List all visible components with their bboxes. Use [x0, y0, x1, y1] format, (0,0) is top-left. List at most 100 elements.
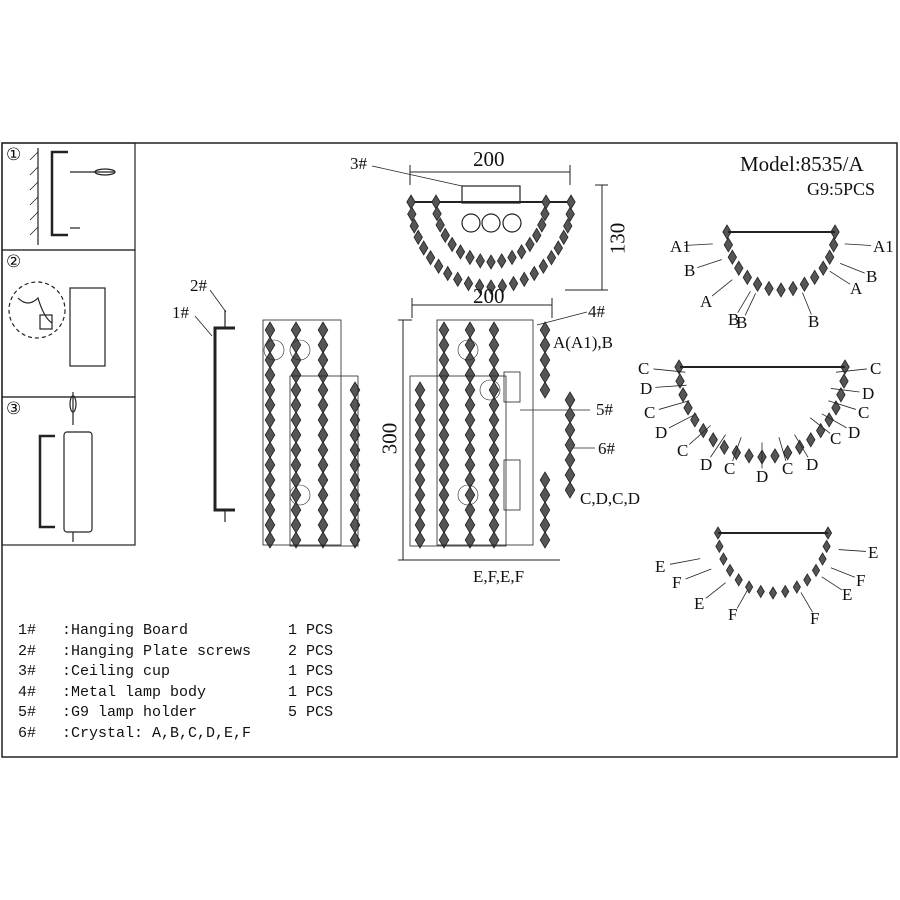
crystal — [464, 321, 476, 339]
crystal — [540, 205, 550, 222]
crystal — [799, 276, 810, 293]
crystal-label: F — [856, 571, 866, 590]
leader-line — [829, 270, 851, 285]
crystal — [290, 366, 302, 384]
crystal — [722, 224, 732, 240]
crystal — [768, 586, 778, 600]
crystal — [564, 436, 576, 454]
arc-view-lines — [680, 231, 845, 534]
front-view-drawing — [262, 319, 534, 547]
part-no: 6# — [18, 724, 37, 742]
crystal — [464, 531, 476, 549]
crystal-label: D — [756, 467, 769, 486]
callout-a-a1-b: A(A1),B — [553, 333, 613, 352]
crystal — [317, 441, 329, 459]
crystal — [290, 336, 302, 354]
crystal — [539, 516, 551, 534]
crystal-label: A1 — [670, 237, 691, 256]
crystal — [464, 381, 476, 399]
crystal — [413, 229, 423, 246]
crystal — [519, 271, 529, 288]
crystal — [414, 441, 426, 459]
crystal — [290, 516, 302, 534]
lamp-holder-circle — [457, 339, 479, 361]
crystal — [464, 336, 476, 354]
crystal — [752, 276, 763, 293]
leader-line — [830, 388, 860, 393]
leader-line — [732, 437, 742, 462]
crystal — [818, 552, 827, 566]
part-no: 3# — [18, 663, 37, 681]
crystal-label: D — [640, 379, 653, 398]
step3-assembly-sketch — [38, 392, 93, 542]
crystal — [464, 471, 476, 489]
crystal — [414, 531, 426, 549]
crystal-label: A1 — [873, 237, 894, 256]
crystal — [674, 359, 684, 375]
crystal — [407, 206, 417, 222]
crystal — [264, 486, 276, 504]
crystal — [566, 194, 576, 210]
crystal — [414, 411, 426, 429]
crystal-label: C — [870, 359, 882, 378]
crystal — [474, 278, 485, 294]
crystal — [414, 486, 426, 504]
crystal — [564, 391, 576, 409]
crystal — [264, 321, 276, 339]
crystal — [539, 321, 551, 339]
crystal-label: E — [842, 585, 853, 604]
crystal — [488, 516, 500, 534]
crystal — [425, 249, 436, 266]
crystal — [690, 412, 700, 428]
leader-line — [830, 567, 856, 578]
crystal — [725, 563, 735, 578]
leader-line — [697, 259, 722, 268]
crystal — [806, 432, 816, 448]
crystal — [810, 269, 820, 286]
crystal — [486, 254, 496, 270]
crystal — [538, 258, 549, 275]
hanging-board-drawing — [194, 289, 235, 522]
crystal — [734, 260, 744, 276]
leader-line — [669, 558, 701, 565]
dimension-lines — [371, 165, 608, 561]
part-no: 5# — [18, 704, 37, 722]
crystal — [539, 471, 551, 489]
crystal — [438, 486, 450, 504]
lamp-holder-circle — [457, 484, 479, 506]
callout-1: 1# — [172, 303, 189, 322]
callout-4: 4# — [588, 302, 605, 321]
crystal — [715, 539, 724, 554]
crystal — [464, 516, 476, 534]
crystal — [486, 279, 496, 295]
crystal — [564, 406, 576, 424]
crystal — [770, 448, 780, 464]
crystal — [431, 194, 441, 210]
crystal — [811, 563, 821, 578]
crystal — [497, 253, 507, 269]
crystal — [719, 552, 728, 566]
crystal-label: E — [694, 594, 705, 613]
crystal — [438, 456, 450, 474]
crystal — [440, 227, 450, 244]
step-2-label: ② — [6, 254, 22, 273]
crystal — [453, 271, 463, 288]
crystal — [438, 516, 450, 534]
crystal — [507, 249, 517, 266]
crystal-label: C — [830, 429, 842, 448]
crystal — [317, 531, 329, 549]
crystal — [438, 351, 450, 369]
leader-line — [840, 263, 865, 274]
part-name: :Hanging Plate screws — [62, 642, 252, 660]
leader-line — [844, 243, 872, 246]
crystal — [317, 516, 329, 534]
crystal — [438, 531, 450, 549]
crystal — [438, 441, 450, 459]
leader-line — [802, 292, 812, 315]
crystal — [290, 441, 302, 459]
crystal — [488, 486, 500, 504]
crystal-label: E — [868, 543, 879, 562]
